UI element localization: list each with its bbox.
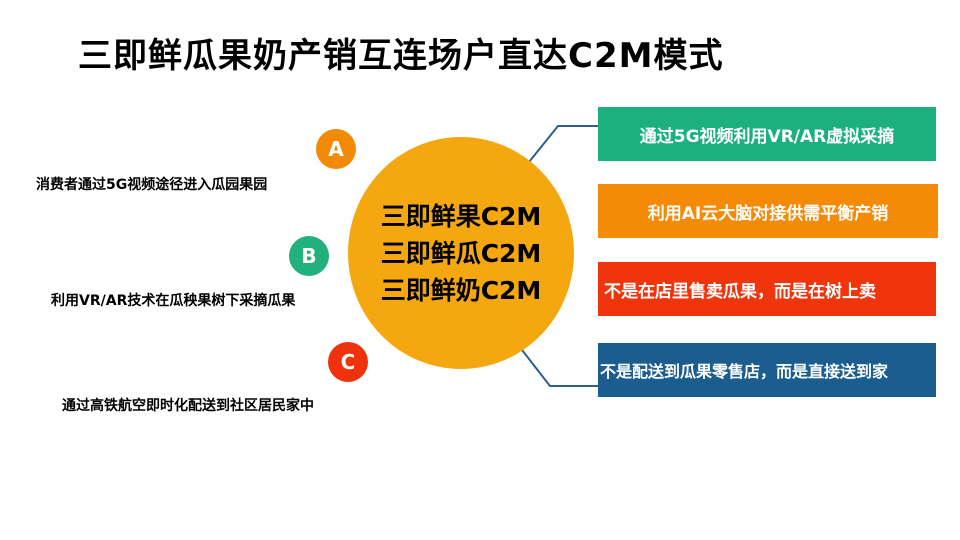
right-box-ai-text: 利用AI云大脑对接供需平衡产销 xyxy=(647,203,889,224)
badge-b-label: B xyxy=(301,244,317,268)
right-box-vr-text: 通过5G视频利用VR/AR虚拟采摘 xyxy=(639,126,895,147)
center-circle: 三即鲜果C2M 三即鲜瓜C2M 三即鲜奶C2M xyxy=(348,137,574,369)
badge-c-label: C xyxy=(340,350,356,374)
page-title: 三即鲜瓜果奶产销互连场户直达C2M模式 xyxy=(78,36,724,76)
badge-b: B xyxy=(289,236,329,276)
right-box-tree-text: 不是在店里售卖瓜果，而是在树上卖 xyxy=(604,281,876,302)
right-box-home: 不是配送到瓜果零售店，而是直接送到家 xyxy=(598,343,936,397)
center-line-milk: 三即鲜奶C2M xyxy=(380,275,542,305)
right-box-home-text: 不是配送到瓜果零售店，而是直接送到家 xyxy=(600,362,889,381)
badge-a: A xyxy=(316,129,356,169)
center-line-fruit: 三即鲜果C2M xyxy=(380,201,542,231)
badge-a-label: A xyxy=(328,137,344,161)
connector-bottom xyxy=(521,349,598,387)
left-text-c: 通过高铁航空即时化配送到社区居民家中 xyxy=(62,398,314,414)
left-text-b: 利用VR/AR技术在瓜秧果树下采摘瓜果 xyxy=(51,293,296,309)
connector-top xyxy=(524,125,598,168)
right-box-vr: 通过5G视频利用VR/AR虚拟采摘 xyxy=(598,107,936,161)
right-box-tree: 不是在店里售卖瓜果，而是在树上卖 xyxy=(598,262,936,316)
center-line-melon: 三即鲜瓜C2M xyxy=(380,238,542,268)
left-text-a: 消费者通过5G视频途径进入瓜园果园 xyxy=(36,177,268,193)
right-box-ai: 利用AI云大脑对接供需平衡产销 xyxy=(598,184,938,238)
badge-c: C xyxy=(328,342,368,382)
